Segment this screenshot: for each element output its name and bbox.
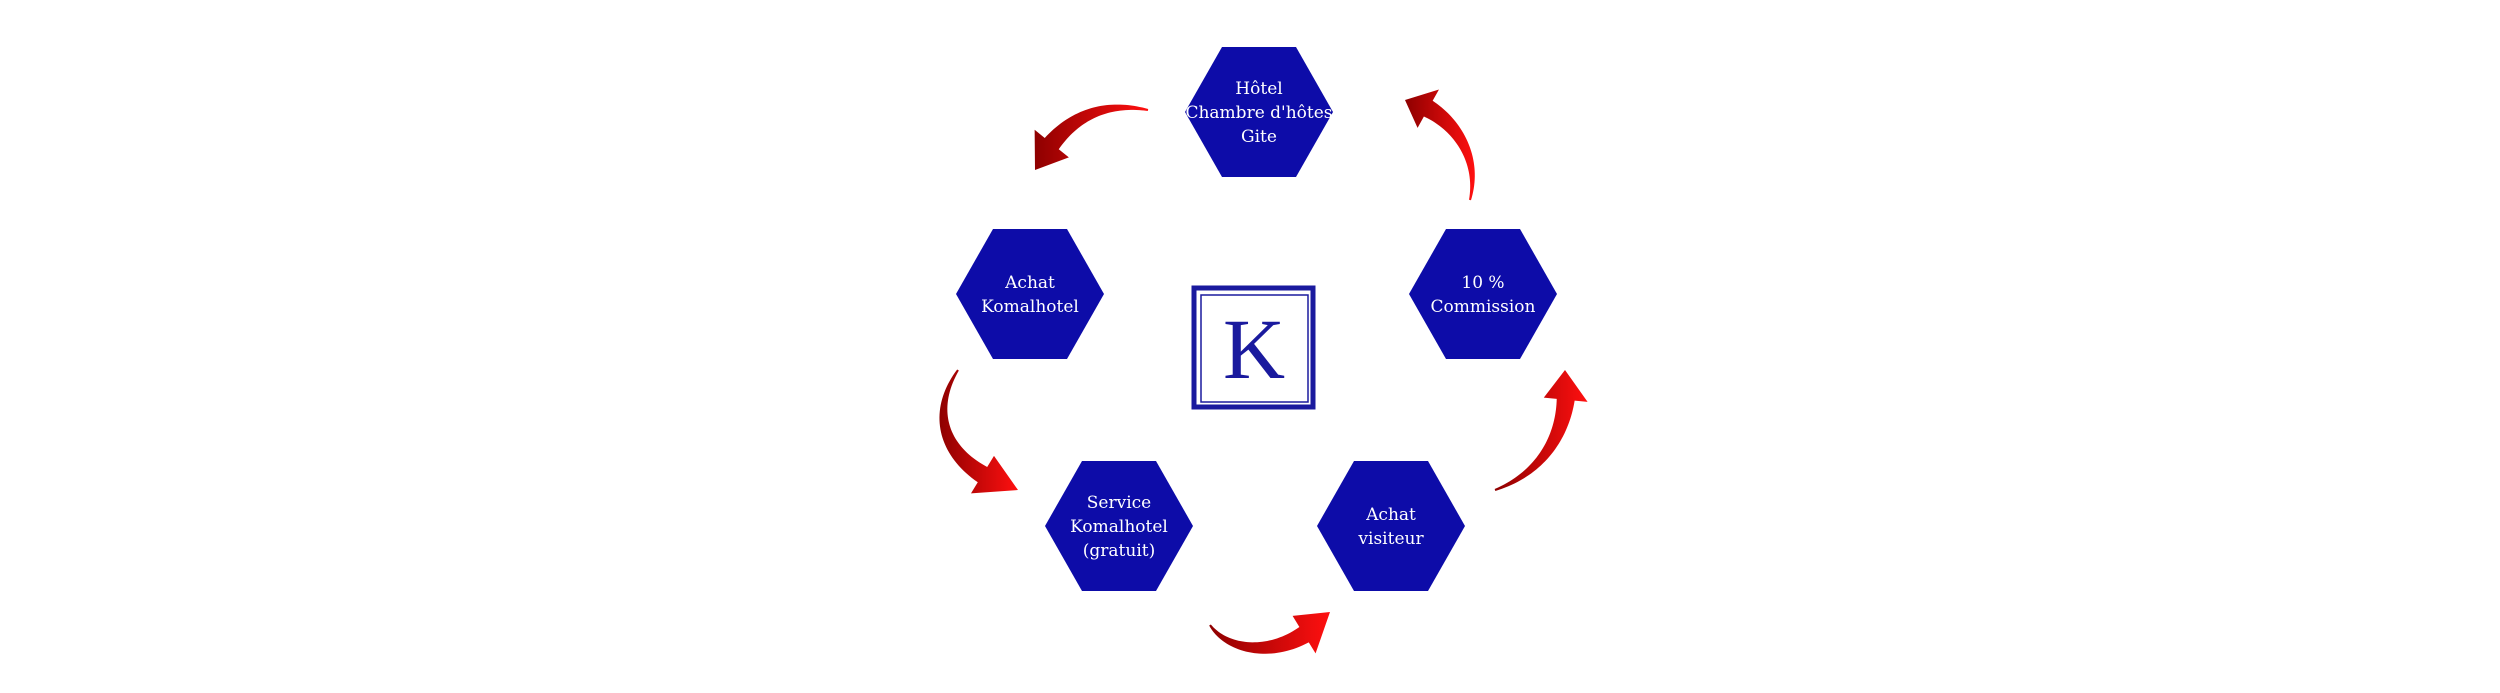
komalhotel-logo: K	[1191, 285, 1316, 410]
arrow-achat-visiteur-to-service	[1209, 612, 1330, 654]
hexagon-label-line: Komalhotel	[981, 297, 1079, 317]
arrow-hotel-to-commission	[1405, 89, 1475, 201]
hexagon-label-line: Chambre d'hôtes	[1185, 103, 1332, 123]
hexagon-label-line: Hôtel	[1235, 79, 1282, 99]
hexagon-commission: 10 % Commission	[1409, 229, 1557, 359]
hexagon-label-line: Gite	[1241, 127, 1277, 147]
arrow-commission-to-achat-visiteur	[1494, 370, 1588, 491]
arrows	[939, 89, 1588, 654]
hexagon-label-line: Komalhotel	[1070, 517, 1168, 537]
hexagon-achat-visiteur: Achat visiteur	[1317, 461, 1465, 591]
hexagon-shape	[1409, 229, 1557, 359]
logo-letter: K	[1223, 301, 1285, 397]
hexagon-shape	[1045, 461, 1193, 591]
hexagon-label-line: visiteur	[1357, 529, 1424, 549]
hexagon-shape	[1185, 47, 1333, 177]
hexagon-label-line: Achat	[1004, 273, 1055, 293]
arrow-achat-komalhotel-to-hotel	[1034, 104, 1149, 170]
hexagon-label-line: 10 %	[1461, 273, 1504, 293]
hexagon-label-line: Service	[1087, 493, 1151, 513]
hexagon-label-line: (gratuit)	[1083, 541, 1155, 561]
hexagon-shape	[1317, 461, 1465, 591]
hexagon-shape	[956, 229, 1104, 359]
hexagon-label-line: Commission	[1431, 297, 1536, 317]
hexagon-label-line: Achat	[1365, 505, 1416, 525]
arrow-service-to-achat-komalhotel	[939, 369, 1018, 494]
